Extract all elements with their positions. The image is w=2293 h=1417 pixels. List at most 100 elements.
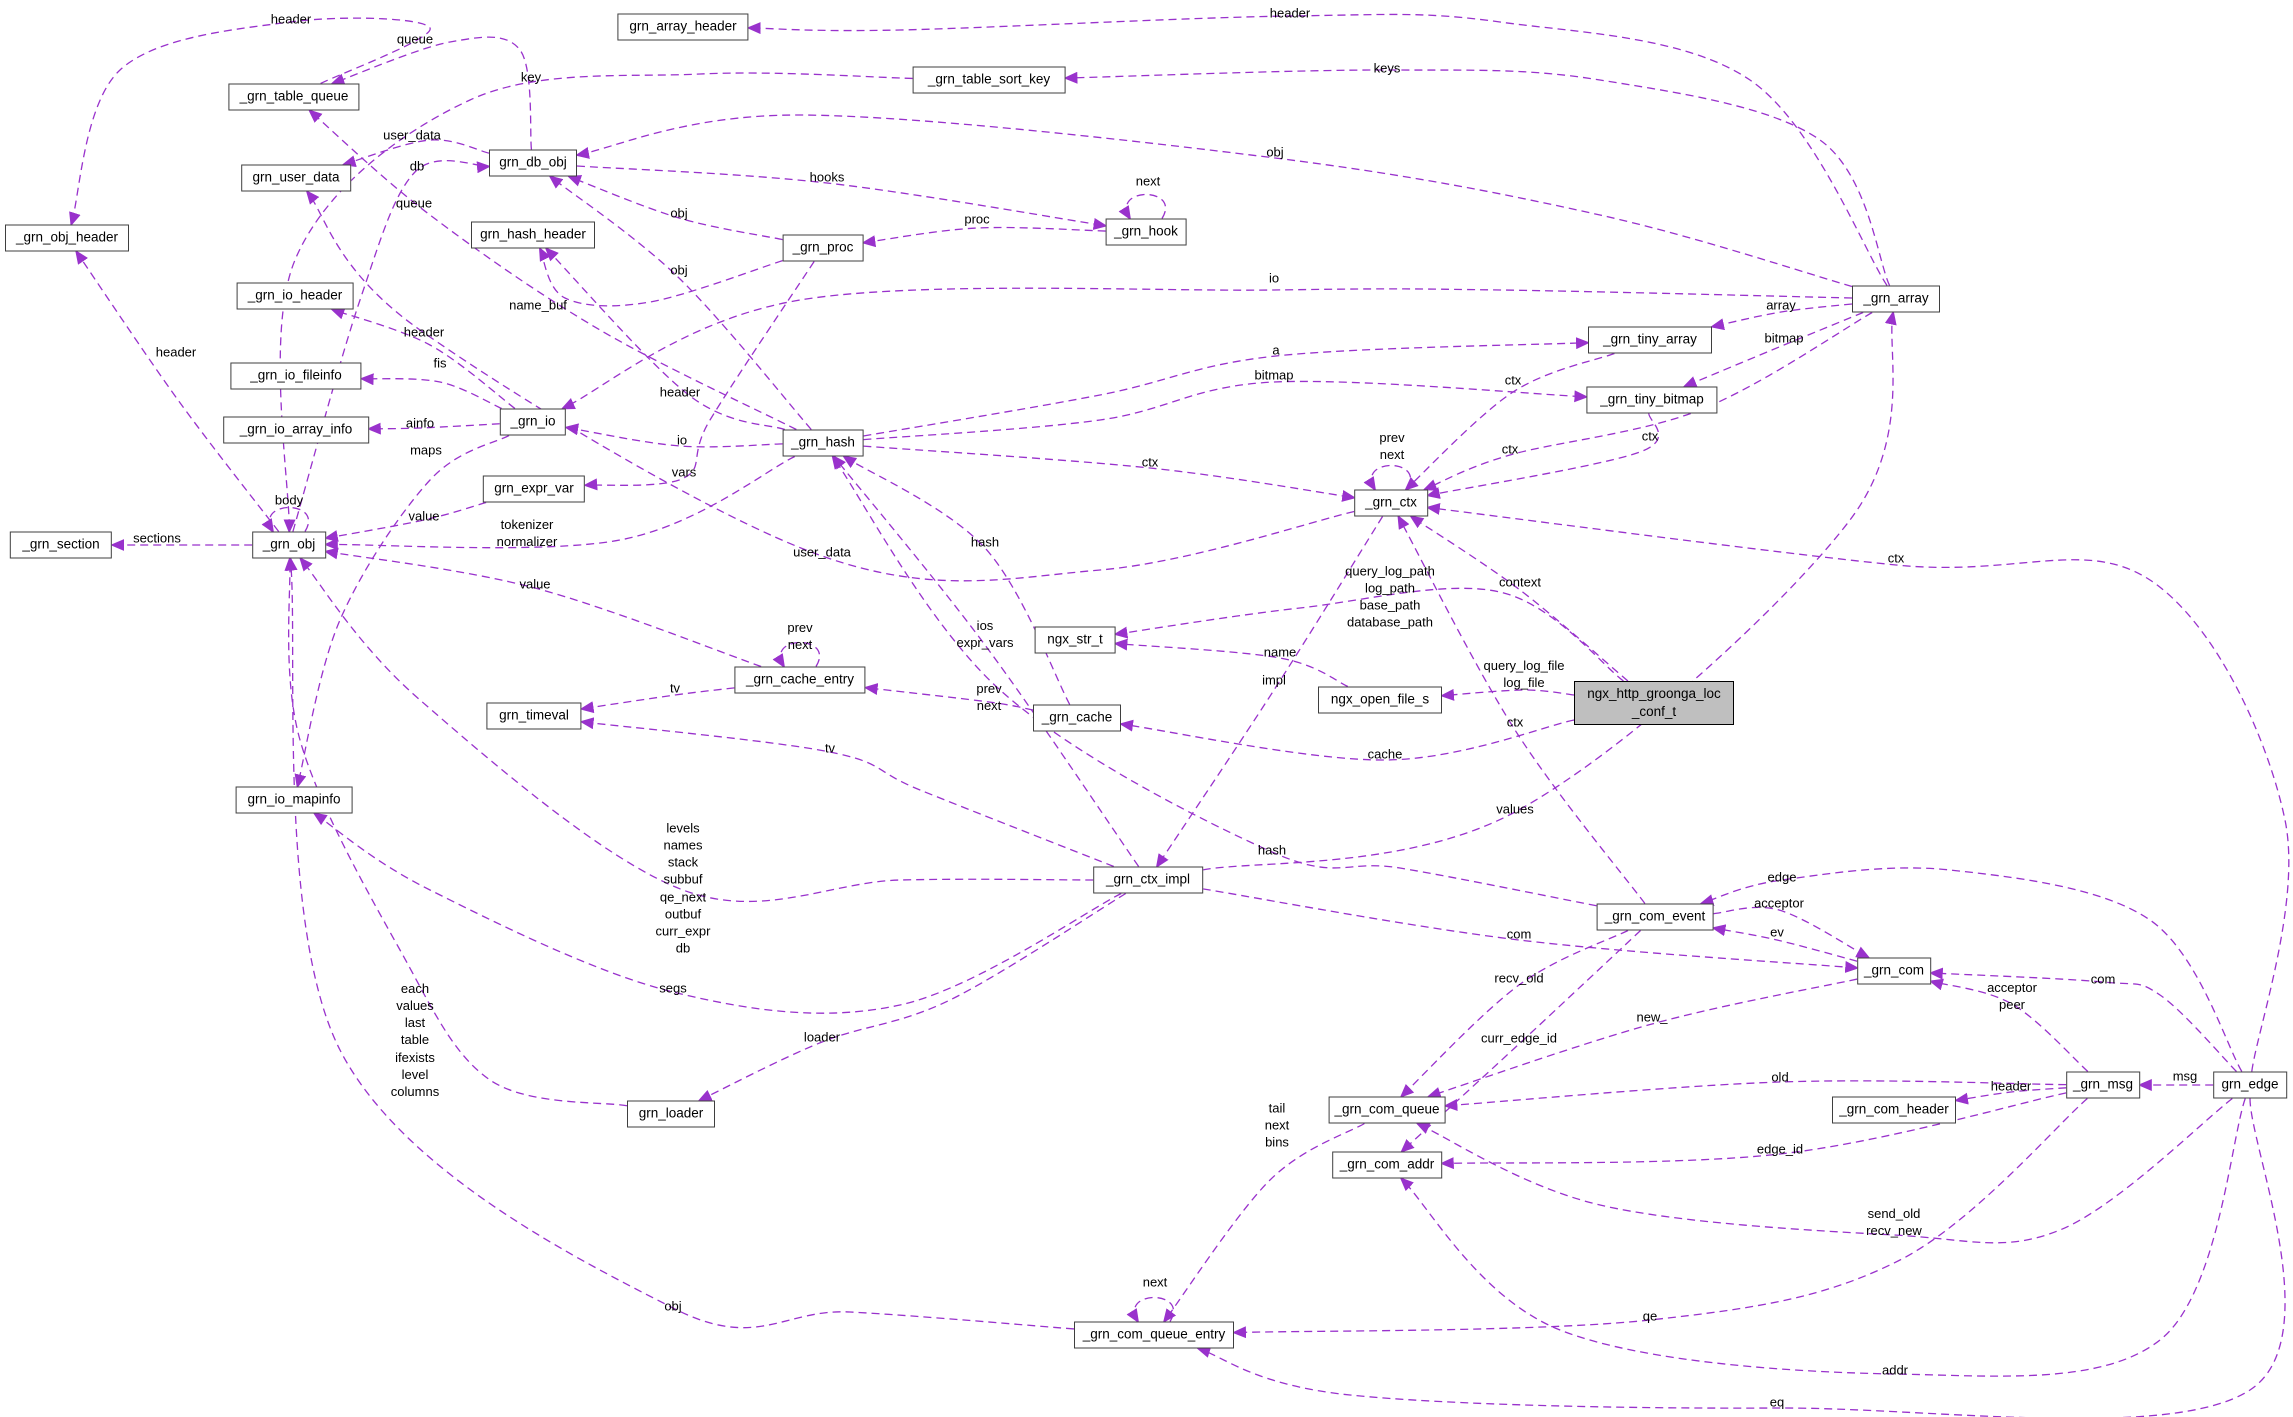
node-_grn_com_queue[interactable]: _grn_com_queue bbox=[1328, 1096, 1446, 1124]
node-_grn_io[interactable]: _grn_io bbox=[499, 408, 567, 436]
node-_grn_cache[interactable]: _grn_cache bbox=[1033, 704, 1121, 732]
node-grn_loader[interactable]: grn_loader bbox=[627, 1100, 715, 1128]
node-grn_hash_header[interactable]: grn_hash_header bbox=[471, 221, 595, 249]
node-_grn_obj[interactable]: _grn_obj bbox=[252, 531, 326, 559]
edge-recv_old bbox=[1399, 929, 1629, 1098]
edge-levels-names-stack-subbuf-qe_next-outbuf-curr_expr-db bbox=[299, 556, 1094, 902]
edge-maps bbox=[294, 434, 510, 789]
node-_grn_io_fileinfo[interactable]: _grn_io_fileinfo bbox=[230, 362, 362, 390]
edge-label-header: header bbox=[659, 384, 701, 400]
node-_grn_table_queue[interactable]: _grn_table_queue bbox=[228, 83, 360, 111]
edge-label-body: body bbox=[274, 492, 304, 508]
edge-label-queue: queue bbox=[396, 31, 434, 47]
edge-label-query_log_path-log_path-base_path-database_path: query_log_path log_path base_path databa… bbox=[1345, 563, 1435, 631]
edge-label-user_data: user_data bbox=[383, 127, 441, 143]
edge-label-msg: msg bbox=[2172, 1068, 2198, 1084]
node-_grn_cache_entry[interactable]: _grn_cache_entry bbox=[734, 666, 866, 694]
edge-next bbox=[1118, 193, 1167, 221]
edge-label-acceptor: acceptor bbox=[1754, 895, 1804, 911]
edge-ctx bbox=[1425, 503, 2290, 1072]
node-_grn_com_addr[interactable]: _grn_com_addr bbox=[1332, 1151, 1442, 1179]
node-_grn_com_event[interactable]: _grn_com_event bbox=[1596, 903, 1714, 931]
edge-queue bbox=[308, 109, 797, 431]
edge-array bbox=[1710, 303, 1853, 331]
edge-label-new_: new_ bbox=[1636, 1009, 1668, 1025]
node-_grn_array[interactable]: _grn_array bbox=[1852, 285, 1940, 313]
edge-label-curr_edge_id: curr_edge_id bbox=[1481, 1030, 1557, 1046]
node-_grn_io_header[interactable]: _grn_io_header bbox=[236, 282, 354, 310]
node-_grn_section[interactable]: _grn_section bbox=[9, 531, 113, 559]
edge-label-context: context bbox=[1499, 574, 1541, 590]
node-_grn_com_header[interactable]: _grn_com_header bbox=[1832, 1096, 1956, 1124]
node-_grn_hash[interactable]: _grn_hash bbox=[782, 429, 864, 457]
edge-ev bbox=[1711, 924, 1858, 962]
node-grn_io_mapinfo[interactable]: grn_io_mapinfo bbox=[235, 786, 353, 814]
edge-tv bbox=[579, 687, 735, 714]
edge-each-values-last-table-ifexists-level-columns bbox=[284, 556, 628, 1107]
node-_grn_ctx_impl[interactable]: _grn_ctx_impl bbox=[1093, 866, 1203, 894]
edge-obj bbox=[566, 175, 783, 241]
node-_grn_io_array_info[interactable]: _grn_io_array_info bbox=[223, 416, 369, 444]
edge-com bbox=[1928, 967, 2237, 1072]
edge-label-tv: tv bbox=[669, 680, 681, 696]
edge-io bbox=[564, 423, 783, 448]
edge-label-qe: qe bbox=[1642, 1308, 1658, 1324]
edge-label-levels-names-stack-subbuf-qe_next-outbuf-curr_expr-db: levels names stack subbuf qe_next outbuf… bbox=[655, 820, 711, 956]
edge-label-hash: hash bbox=[970, 534, 1000, 550]
edge-tokenizer-normalizer bbox=[323, 455, 796, 551]
node-grn_timeval[interactable]: grn_timeval bbox=[486, 702, 582, 730]
node-grn_edge[interactable]: grn_edge bbox=[2213, 1071, 2287, 1099]
edge-label-prev-next: prev next bbox=[976, 680, 1002, 713]
edge-values bbox=[1202, 310, 1897, 871]
edge-label-value: value bbox=[408, 508, 440, 524]
edge-obj bbox=[575, 114, 1853, 288]
node-_grn_msg[interactable]: _grn_msg bbox=[2066, 1071, 2140, 1099]
node-_grn_tiny_bitmap[interactable]: _grn_tiny_bitmap bbox=[1586, 386, 1718, 414]
edge-label-obj: obj bbox=[1266, 144, 1284, 160]
edge-label-keys: keys bbox=[1373, 60, 1401, 76]
edge-label-ctx: ctx bbox=[1506, 714, 1524, 730]
edge-label-vars: vars bbox=[671, 464, 697, 480]
edge-segs bbox=[312, 812, 1122, 1014]
node-_grn_tiny_array[interactable]: _grn_tiny_array bbox=[1588, 326, 1712, 354]
edge-name bbox=[1113, 638, 1349, 688]
node-_grn_com_queue_entry[interactable]: _grn_com_queue_entry bbox=[1074, 1321, 1234, 1349]
node-grn_user_data[interactable]: grn_user_data bbox=[241, 164, 351, 192]
edge-label-user_data: user_data bbox=[793, 544, 851, 560]
node-grn_db_obj[interactable]: grn_db_obj bbox=[489, 149, 577, 177]
node-ngx_str_t[interactable]: ngx_str_t bbox=[1034, 626, 1116, 654]
edge-label-bitmap: bitmap bbox=[1764, 330, 1804, 346]
edge-label-query_log_file-log_file: query_log_file log_file bbox=[1483, 657, 1565, 690]
edge-a bbox=[863, 337, 1590, 437]
node-ngx_open_file_s[interactable]: ngx_open_file_s bbox=[1318, 686, 1442, 714]
edge-label-tv: tv bbox=[824, 740, 836, 756]
edge-header bbox=[1954, 1087, 2067, 1105]
edge-name_buf bbox=[538, 246, 783, 307]
edge-eq bbox=[1196, 1098, 2286, 1417]
edge-hash bbox=[842, 455, 1071, 705]
node-grn_expr_var[interactable]: grn_expr_var bbox=[482, 475, 586, 503]
edge-label-ctx: ctx bbox=[1141, 454, 1159, 470]
edge-label-io: io bbox=[1268, 270, 1280, 286]
node-_grn_hook[interactable]: _grn_hook bbox=[1105, 218, 1187, 246]
edge-fis bbox=[359, 373, 502, 410]
edge-label-com: com bbox=[2090, 971, 2116, 987]
node-_grn_ctx[interactable]: _grn_ctx bbox=[1354, 489, 1428, 517]
edge-label-header: header bbox=[403, 324, 445, 340]
edge-label-array: array bbox=[1766, 297, 1796, 313]
node-ngx_http_groonga_loc_conf_t[interactable]: ngx_http_groonga_loc _conf_t bbox=[1574, 681, 1734, 725]
edge-label-ctx: ctx bbox=[1887, 550, 1905, 566]
node-_grn_com[interactable]: _grn_com bbox=[1857, 957, 1931, 985]
edge-label-header: header bbox=[270, 11, 312, 27]
edge-io bbox=[560, 287, 1853, 410]
edge-value bbox=[323, 547, 762, 668]
node-_grn_proc[interactable]: _grn_proc bbox=[782, 234, 864, 262]
node-_grn_table_sort_key[interactable]: _grn_table_sort_key bbox=[912, 66, 1066, 94]
edge-label-acceptor-peer: acceptor peer bbox=[1987, 979, 2037, 1012]
edge-tv bbox=[579, 717, 1115, 868]
node-_grn_obj_header[interactable]: _grn_obj_header bbox=[5, 224, 129, 252]
edge-label-cache: cache bbox=[1367, 746, 1403, 762]
edge-label-next: next bbox=[1142, 1274, 1168, 1290]
edge-com bbox=[1202, 888, 1860, 973]
node-grn_array_header[interactable]: grn_array_header bbox=[617, 13, 749, 41]
